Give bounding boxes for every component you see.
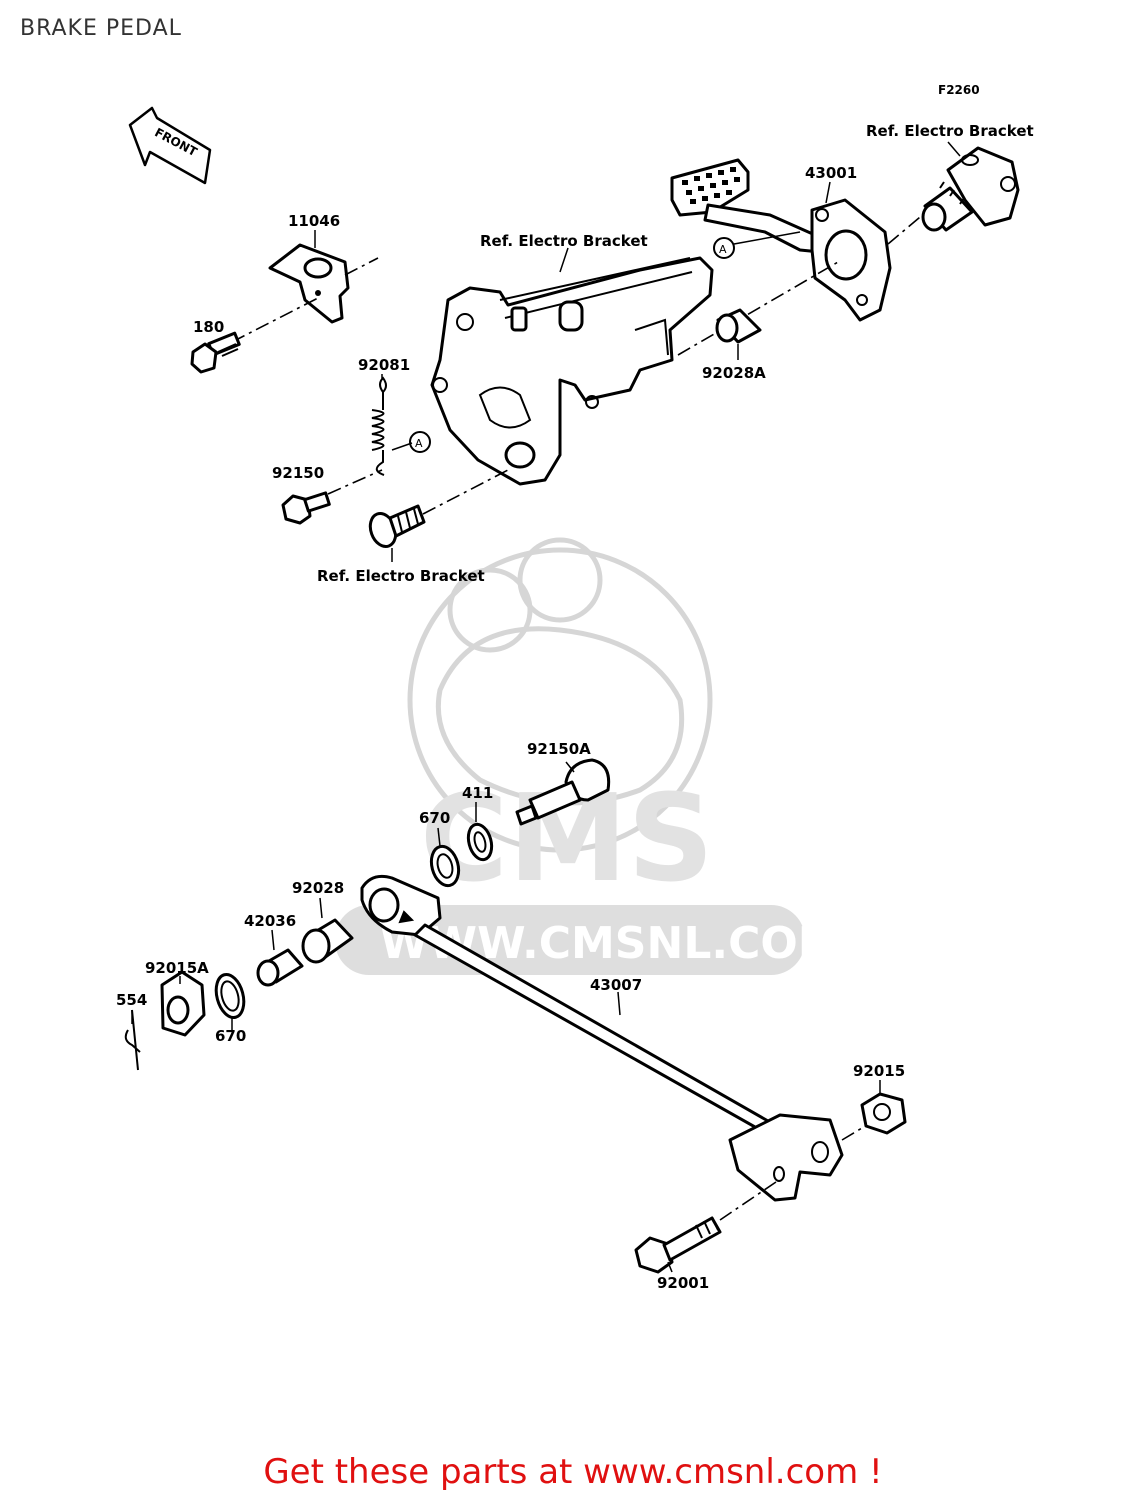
label-43001: 43001 (805, 164, 857, 182)
pedal-43001 (670, 158, 892, 322)
pivot-bolt (368, 504, 426, 548)
label-92150: 92150 (272, 464, 324, 482)
rod-43007 (360, 874, 844, 1202)
label-42036: 42036 (244, 912, 296, 930)
switch-bracket-ref (921, 146, 1020, 232)
callout-a-left: A (415, 437, 423, 450)
bolt-92150A (515, 758, 611, 826)
label-180: 180 (193, 318, 224, 336)
ref-label-top-middle: Ref. Electro Bracket (480, 232, 648, 250)
label-92015A: 92015A (145, 959, 209, 977)
electro-bracket (430, 256, 714, 486)
ref-label-bottom: Ref. Electro Bracket (317, 567, 485, 585)
bushing-92028A (715, 308, 762, 344)
front-arrow: FRONT (128, 106, 212, 185)
washer-670-bottom (214, 972, 246, 1020)
clip-11046 (268, 243, 350, 324)
bolt-92150 (281, 491, 331, 525)
cotter-pin-554 (124, 1009, 141, 1071)
page-title: BRAKE PEDAL (20, 16, 182, 41)
label-670-top: 670 (419, 809, 450, 827)
bolt-92001 (634, 1216, 722, 1274)
washer-670-top (429, 844, 461, 888)
label-92081: 92081 (358, 356, 410, 374)
label-92150A: 92150A (527, 740, 591, 758)
label-670-bottom: 670 (215, 1027, 246, 1045)
nut-92015A (160, 970, 206, 1037)
collar-42036 (256, 948, 304, 987)
label-43007: 43007 (590, 976, 642, 994)
callout-a-right: A (719, 243, 727, 256)
bolt-180 (190, 331, 241, 374)
label-92028A: 92028A (702, 364, 766, 382)
label-92015: 92015 (853, 1062, 905, 1080)
footer-shop-link[interactable]: Get these parts at www.cmsnl.com ! (263, 1452, 883, 1492)
label-411: 411 (462, 784, 493, 802)
figure-code: F2260 (938, 83, 980, 97)
label-92028: 92028 (292, 879, 344, 897)
ref-label-top-right: Ref. Electro Bracket (866, 122, 1034, 140)
bushing-92028 (301, 918, 354, 964)
label-92001: 92001 (657, 1274, 709, 1292)
label-11046: 11046 (288, 212, 340, 230)
label-554: 554 (116, 991, 147, 1009)
nut-92015 (860, 1092, 907, 1135)
washer-411 (466, 822, 494, 862)
spring-92081 (371, 376, 387, 476)
